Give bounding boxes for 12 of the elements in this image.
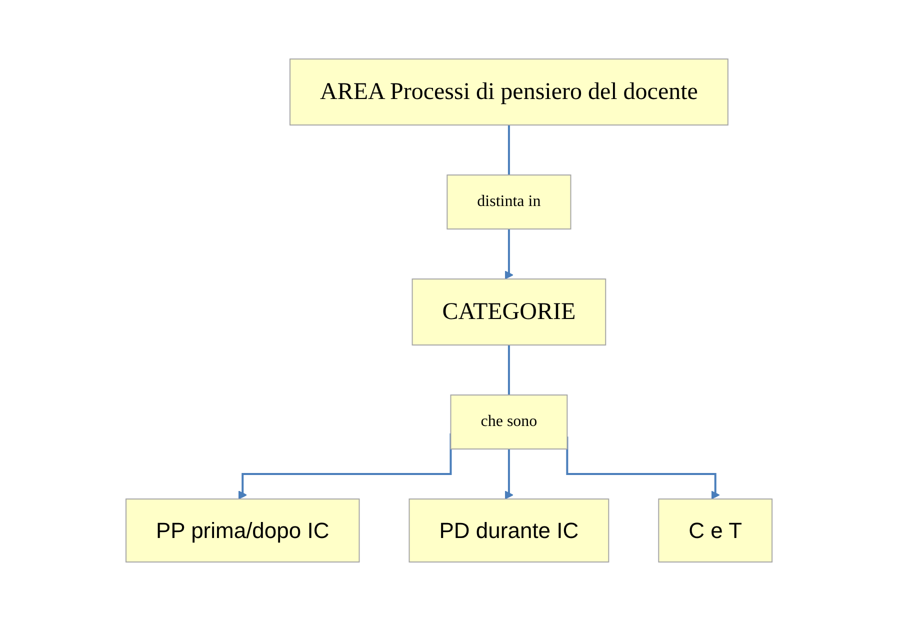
node-box: distinta in — [447, 174, 572, 230]
arrow — [505, 449, 514, 500]
node-box: PD durante IC — [409, 498, 610, 562]
connector — [508, 125, 510, 176]
node-box: PP prima/dopo IC — [126, 498, 360, 562]
node-box: che sono — [450, 394, 568, 450]
arrow — [238, 433, 452, 500]
arrow — [505, 229, 514, 280]
connector — [508, 345, 510, 396]
node-box: C e T — [658, 498, 774, 562]
node-box: CATEGORIE — [412, 278, 607, 346]
node-box: AREA Processi di pensiero del docente — [290, 58, 729, 126]
